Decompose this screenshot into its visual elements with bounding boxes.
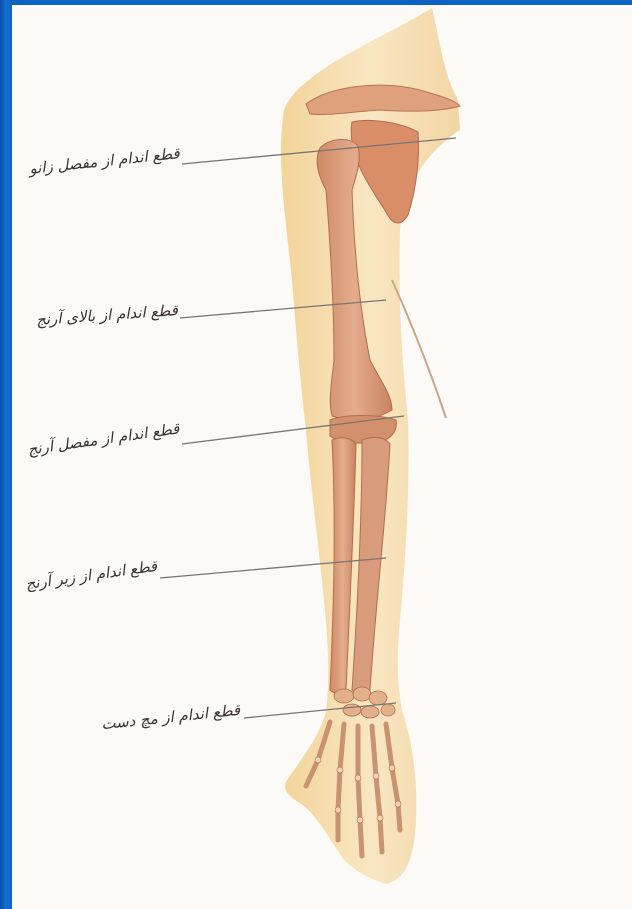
arm-illustration bbox=[0, 0, 632, 909]
